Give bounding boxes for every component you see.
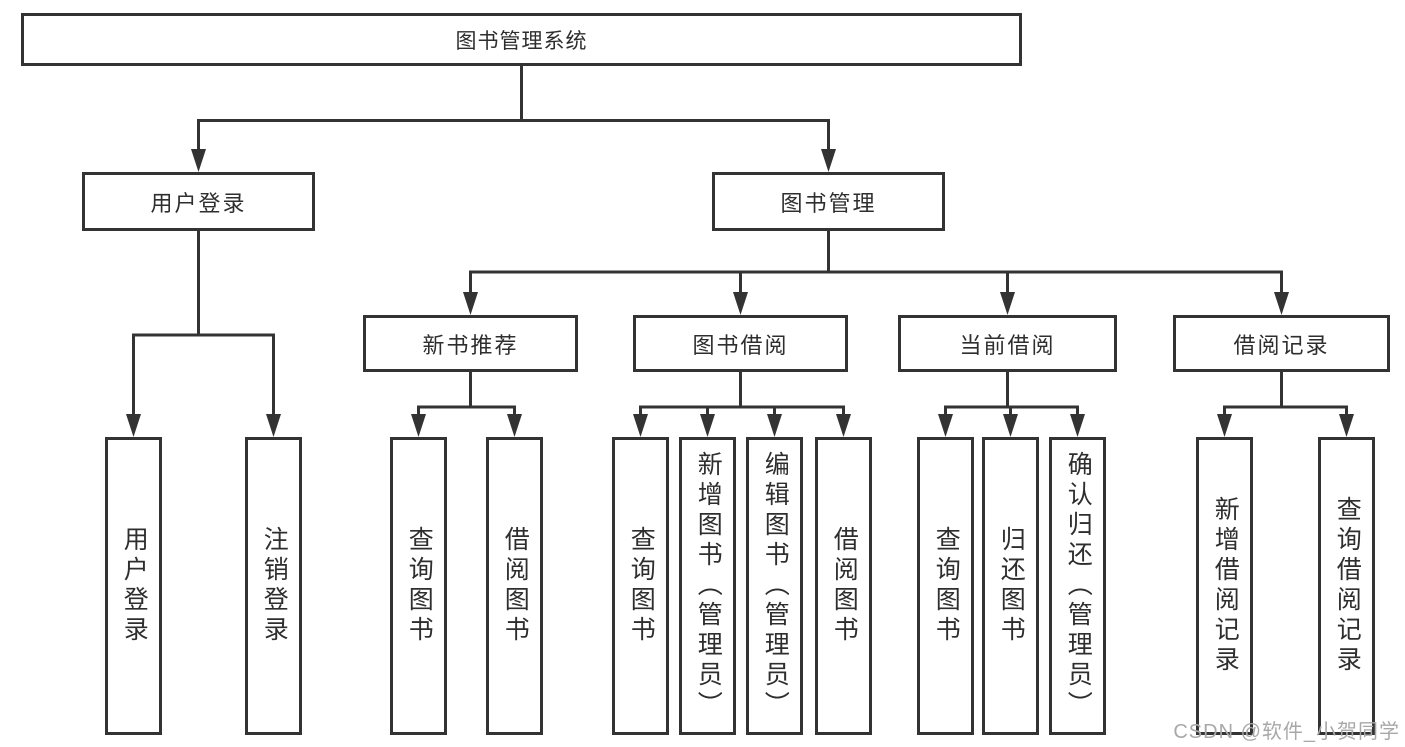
leaf-cb-query-books: 查询图书 — [917, 437, 974, 735]
leaf-bb-borrow-books: 借阅图书 — [815, 437, 872, 735]
leaf-cb-return-books-label: 归还图书 — [997, 526, 1026, 646]
node-current-borrowing: 当前借阅 — [898, 315, 1117, 372]
csdn-watermark: CSDN @软件_小贺同学 — [1173, 721, 1400, 743]
leaf-br-query-record-label: 查询借阅记录 — [1333, 496, 1362, 676]
leaf-bb-query-books-label: 查询图书 — [627, 526, 656, 646]
leaf-nbr-query-books-label: 查询图书 — [405, 526, 434, 646]
leaf-br-add-record-label: 新增借阅记录 — [1211, 496, 1240, 676]
node-book-management: 图书管理 — [712, 172, 945, 231]
node-current-borrowing-label: 当前借阅 — [959, 332, 1056, 358]
node-borrowing-records: 借阅记录 — [1173, 315, 1390, 372]
leaf-user-login: 用户登录 — [105, 437, 162, 735]
leaf-user-login-label: 用户登录 — [120, 526, 149, 646]
leaf-cb-confirm-return-admin-label: 确认归还（管理员） — [1064, 451, 1093, 721]
node-user-login-label: 用户登录 — [150, 190, 247, 216]
node-user-login: 用户登录 — [82, 172, 315, 231]
node-new-book-recommend-label: 新书推荐 — [422, 332, 519, 358]
leaf-cb-confirm-return-admin: 确认归还（管理员） — [1049, 437, 1106, 735]
leaf-cb-query-books-label: 查询图书 — [932, 526, 961, 646]
node-borrowing-records-label: 借阅记录 — [1233, 332, 1330, 358]
leaf-nbr-query-books: 查询图书 — [390, 437, 447, 735]
leaf-cb-return-books: 归还图书 — [982, 437, 1039, 735]
leaf-nbr-borrow-books: 借阅图书 — [486, 437, 543, 735]
node-book-borrowing-label: 图书借阅 — [692, 332, 789, 358]
leaf-bb-edit-books-admin: 编辑图书（管理员） — [746, 437, 803, 735]
leaf-bb-edit-books-admin-label: 编辑图书（管理员） — [761, 451, 790, 721]
leaf-bb-add-books-admin-label: 新增图书（管理员） — [694, 451, 723, 721]
leaf-logout: 注销登录 — [245, 437, 302, 735]
leaf-br-add-record: 新增借阅记录 — [1196, 437, 1253, 735]
node-new-book-recommend: 新书推荐 — [363, 315, 578, 372]
node-root: 图书管理系统 — [21, 13, 1022, 66]
leaf-bb-query-books: 查询图书 — [612, 437, 669, 735]
leaf-br-query-record: 查询借阅记录 — [1318, 437, 1375, 735]
leaf-logout-label: 注销登录 — [260, 526, 289, 646]
leaf-nbr-borrow-books-label: 借阅图书 — [501, 526, 530, 646]
node-book-borrowing: 图书借阅 — [633, 315, 848, 372]
node-book-management-label: 图书管理 — [780, 190, 877, 216]
leaf-bb-add-books-admin: 新增图书（管理员） — [679, 437, 736, 735]
leaf-bb-borrow-books-label: 借阅图书 — [830, 526, 859, 646]
node-root-label: 图书管理系统 — [455, 29, 588, 53]
